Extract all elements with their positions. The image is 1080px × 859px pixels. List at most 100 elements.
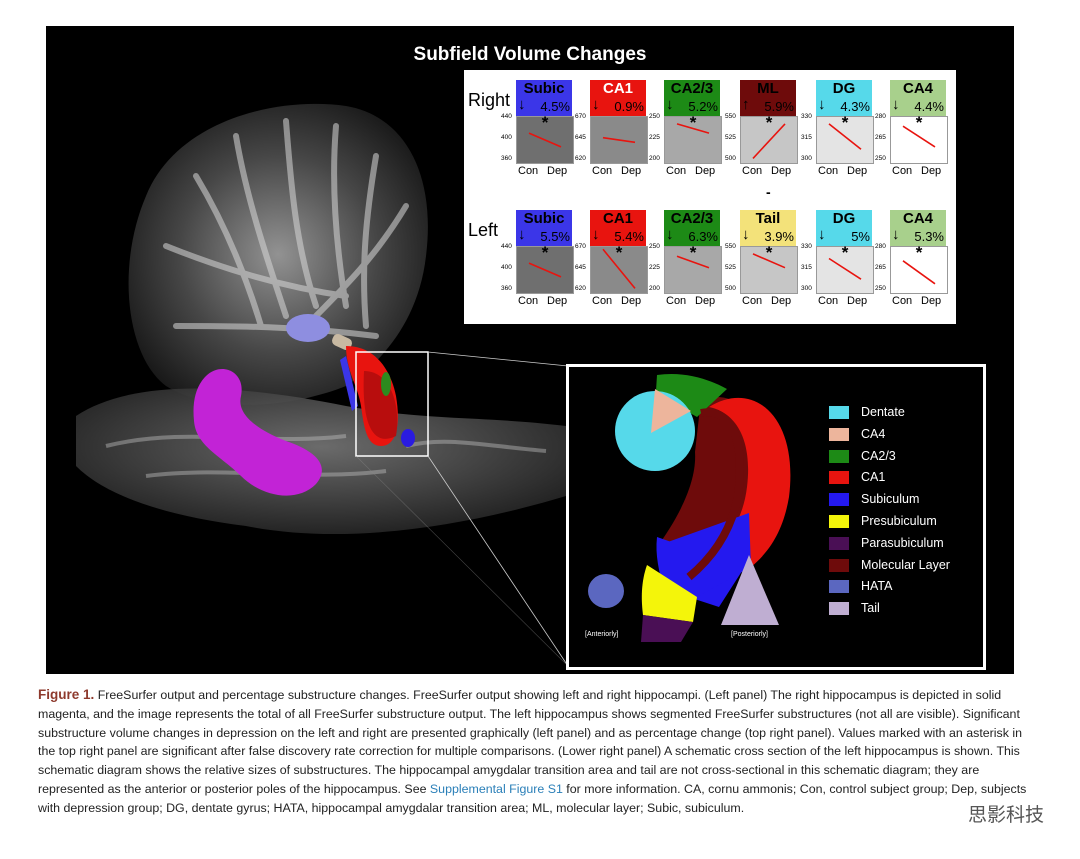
y-tick-label: 280: [875, 243, 886, 250]
legend-label: HATA: [861, 579, 893, 594]
y-tick-label: 670: [575, 113, 586, 120]
group-mean-line: [602, 136, 636, 144]
subfield-header-0-2: CA2/3↓5.2%: [664, 80, 720, 116]
group-mean-line: [676, 255, 710, 269]
y-tick-label: 620: [575, 285, 586, 292]
legend-label: CA1: [861, 470, 886, 485]
percent-change: 3.9%: [764, 229, 794, 244]
y-tick-label: 500: [725, 155, 736, 162]
y-tick-label: 225: [649, 134, 660, 141]
change-arrow: ↓: [592, 226, 600, 243]
y-tick-label: 315: [801, 264, 812, 271]
y-tick-label: 550: [725, 113, 736, 120]
x-tick-label: Con: [592, 295, 613, 307]
subfield-name: DG: [832, 210, 856, 227]
legend-label: CA2/3: [861, 448, 896, 463]
change-arrow: ↑: [742, 96, 750, 113]
change-arrow: ↓: [518, 96, 526, 113]
y-tick-label: 645: [575, 264, 586, 271]
x-tick-label: Dep: [547, 295, 568, 307]
subfield-plot-0-2: *: [664, 113, 722, 164]
y-tick-label: 360: [501, 285, 512, 292]
y-tick-label: 250: [875, 285, 886, 292]
subfield-plot-1-3: *: [740, 243, 798, 294]
change-arrow: ↓: [892, 96, 900, 113]
x-tick-label: Dep: [921, 295, 942, 307]
change-arrow: ↓: [592, 96, 600, 113]
legend-swatch: [829, 406, 849, 419]
subfield-plot-1-0: *: [516, 243, 574, 294]
percent-change: 4.3%: [840, 99, 870, 114]
significance-star: *: [765, 243, 773, 262]
plot-line-svg: [902, 260, 936, 285]
y-tick-label: 330: [801, 113, 812, 120]
legend-label: CA4: [861, 426, 886, 441]
percent-change: 5.4%: [614, 229, 644, 244]
y-tick-label: 400: [501, 264, 512, 271]
y-tick-label: 265: [875, 264, 886, 271]
group-mean-line: [676, 123, 710, 134]
legend-swatch: [829, 449, 849, 463]
brain-mri-image: [76, 103, 569, 667]
legend-swatch: [829, 558, 849, 572]
percent-change: 5%: [851, 229, 870, 244]
subfield-name: ML: [757, 80, 779, 97]
x-tick-label: Dep: [847, 295, 868, 307]
subfield-header-1-0: Subic↓5.5%: [516, 210, 572, 246]
subfield-plot-0-3: *: [740, 113, 798, 164]
group-mean-line: [752, 123, 786, 159]
x-tick-label: Dep: [847, 165, 868, 177]
x-tick-label: Dep: [771, 165, 792, 177]
group-mean-line: [752, 253, 786, 269]
plot-line-svg: [752, 253, 786, 269]
y-tick-label: 200: [649, 285, 660, 292]
plot-line-svg: [602, 136, 636, 144]
y-tick-label: 300: [801, 285, 812, 292]
group-mean-line: [528, 262, 562, 278]
y-tick-label: 250: [649, 243, 660, 250]
legend-label: Parasubiculum: [861, 535, 944, 550]
subfield-name: CA1: [602, 80, 633, 97]
row-label-left: Left: [468, 220, 499, 240]
subfield-header-0-0: Subic↓4.5%: [516, 80, 572, 116]
legend-swatch: [829, 602, 849, 616]
plot-line-svg: [828, 123, 862, 150]
caption-text-1: FreeSurfer output and percentage substru…: [38, 688, 1023, 796]
subfield-plot-1-2: *: [664, 243, 722, 294]
legend-swatch: [829, 580, 849, 594]
legend-label: Subiculum: [861, 492, 920, 507]
subfield-header-0-4: DG↓4.3%: [816, 80, 872, 116]
y-tick-label: 440: [501, 113, 512, 120]
subfield-header-1-5: CA4↓5.3%: [890, 210, 946, 246]
subfield-plot-1-5: *: [890, 243, 948, 294]
percent-change: 0.9%: [614, 99, 644, 114]
subfield-header-0-5: CA4↓4.4%: [890, 80, 946, 116]
y-tick-label: 330: [801, 243, 812, 250]
significance-star: *: [765, 113, 773, 132]
legend-swatch: [829, 536, 849, 550]
subfield-name: CA4: [902, 210, 933, 227]
significance-star: *: [689, 243, 697, 262]
plot-line-svg: [528, 262, 562, 278]
plot-line-svg: [902, 125, 936, 148]
supplemental-link[interactable]: Supplemental Figure S1: [429, 781, 563, 796]
subfield-name: DG: [832, 80, 856, 97]
y-tick-label: 500: [725, 285, 736, 292]
subfield-plot-1-4: *: [816, 243, 874, 294]
significance-star: *: [841, 243, 849, 262]
group-mean-line: [902, 125, 936, 148]
x-tick-label: Con: [892, 295, 913, 307]
significance-star: *: [615, 243, 623, 262]
x-tick-label: Con: [592, 165, 613, 177]
plot-line-svg: [752, 123, 786, 159]
percent-change: 5.3%: [914, 229, 944, 244]
subfield-plot-0-1: [590, 116, 648, 164]
legend-label: Dentate: [861, 405, 905, 419]
plot-line-svg: [676, 123, 710, 134]
hippocampus-schematic: [588, 373, 791, 642]
legend-label: Tail: [861, 601, 880, 616]
y-tick-label: 315: [801, 134, 812, 141]
group-mean-line: [828, 123, 862, 150]
subfield-name: CA2/3: [670, 210, 714, 227]
subfield-name: CA4: [902, 80, 933, 97]
